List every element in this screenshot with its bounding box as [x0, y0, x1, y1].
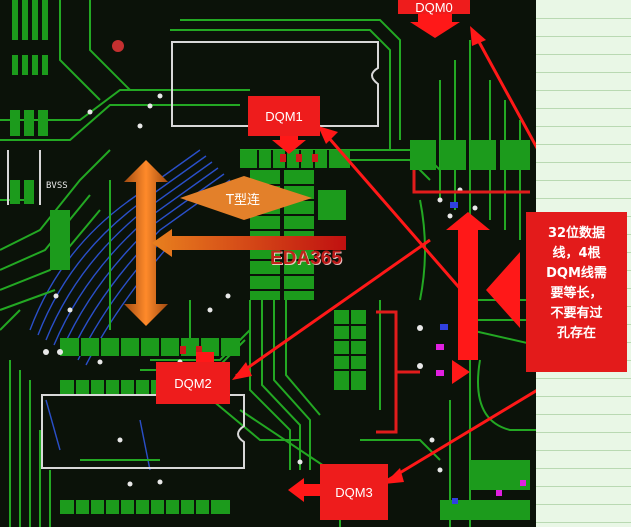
red-pads	[112, 40, 318, 354]
callout-line-5: 不要有过	[550, 306, 603, 321]
vertical-double-arrow	[124, 160, 168, 326]
horizontal-arrow	[152, 229, 346, 257]
silk-text-bvss: BVSS	[46, 181, 68, 191]
label-dqm3: DQM3	[320, 464, 388, 520]
watermark-eda365: EDA365	[270, 248, 342, 269]
callout-line-2: 线，4根	[552, 246, 601, 261]
callout-line-6: 孔存在	[556, 326, 596, 341]
callout-length-matching-note: 32位数据 线，4根 DQM线需 要等长， 不要有过 孔存在	[526, 212, 627, 372]
callout-line-3: DQM线需	[546, 266, 607, 281]
label-dqm2: DQM2	[156, 362, 230, 404]
label-dqm0: DQM0	[398, 0, 470, 15]
t-junction-label: T型连	[225, 192, 260, 208]
pointer-arrows	[188, 12, 536, 502]
label-dqm1: DQM1	[248, 96, 320, 136]
callout-line-1: 32位数据	[547, 226, 606, 241]
t-junction-diamond	[180, 176, 312, 220]
net-markers	[417, 202, 526, 504]
pcb-board: BVSS T型连	[0, 0, 536, 527]
length-match-brackets	[376, 170, 530, 434]
callout-line-4: 要等长，	[550, 286, 603, 301]
silkscreen-outlines	[7, 41, 379, 469]
